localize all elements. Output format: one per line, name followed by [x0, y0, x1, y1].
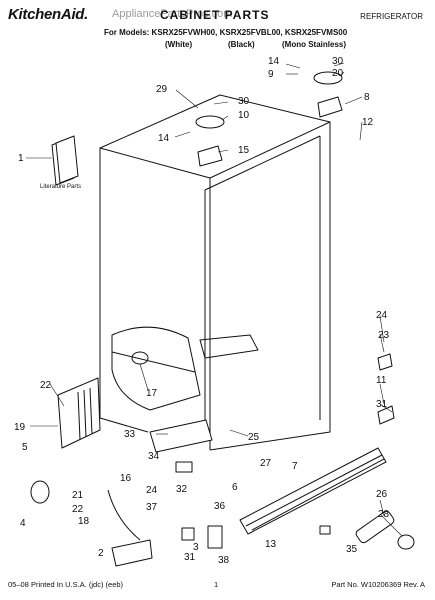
cabinet-shell — [99, 94, 331, 451]
callout-12: 12 — [362, 117, 374, 128]
callout-28: 28 — [378, 509, 390, 520]
callout-14-a: 14 — [268, 56, 280, 67]
callout-8: 8 — [364, 92, 370, 103]
callout-3: 3 — [193, 542, 199, 553]
callout-20: 20 — [332, 68, 344, 79]
top-hinge-left — [195, 115, 225, 167]
callout-16: 16 — [120, 473, 132, 484]
page-number: 1 — [214, 580, 219, 589]
page-title: CABINET PARTS — [160, 8, 270, 22]
finish-black: (Black) — [228, 40, 255, 49]
callout-22-a: 22 — [40, 380, 52, 391]
callout-36: 36 — [214, 501, 226, 512]
callout-22-b: 22 — [72, 504, 84, 515]
callout-2: 2 — [98, 548, 104, 559]
callout-27: 27 — [260, 458, 272, 469]
callout-13: 13 — [265, 539, 277, 550]
bottom-hinge — [111, 539, 153, 567]
bracket-37 — [181, 527, 195, 541]
callout-6: 6 — [232, 482, 238, 493]
callout-34: 34 — [148, 451, 160, 462]
callout-31-b: 31 — [184, 552, 196, 563]
callout-31-a: 31 — [376, 399, 388, 410]
part-number: Part No. W10206369 Rev. A — [331, 580, 425, 589]
watermark: AppliancePartsPros.com — [112, 8, 233, 20]
callout-7: 7 — [292, 461, 298, 472]
brand-logo: KitchenAid. — [8, 6, 89, 23]
water-filter-housing — [355, 510, 415, 550]
finish-mono-stainless: (Mono Stainless) — [282, 40, 347, 49]
callout-11: 11 — [376, 375, 387, 386]
callout-10: 10 — [238, 110, 250, 121]
callout-37: 37 — [146, 502, 158, 513]
callout-38: 38 — [218, 555, 230, 566]
callout-26: 26 — [376, 489, 388, 500]
callout-24-a: 24 — [376, 310, 388, 321]
toe-grille — [239, 447, 387, 535]
callout-24-b: 24 — [146, 485, 158, 496]
cutaway-interior — [111, 326, 259, 411]
callout-21: 21 — [72, 490, 84, 501]
callout-35: 35 — [346, 544, 358, 555]
bracket-23 — [377, 353, 393, 371]
rear-grille — [57, 377, 101, 449]
bracket-36 — [207, 525, 223, 549]
callout-group: 1 2 3 4 5 6 7 8 9 10 11 12 13 14 14 15 1… — [14, 56, 390, 566]
callout-1: 1 — [18, 153, 24, 164]
literature-booklet — [51, 135, 79, 186]
callout-18: 18 — [78, 516, 90, 527]
callout-25: 25 — [248, 432, 260, 443]
callout-33: 33 — [124, 429, 136, 440]
callout-30-a: 30 — [238, 96, 250, 107]
callout-5: 5 — [22, 442, 28, 453]
clip-35 — [319, 525, 331, 535]
leveling-foot — [30, 480, 50, 504]
callout-15: 15 — [238, 145, 250, 156]
models-line: For Models: KSRX25FVWH00, KSRX25FVBL00, … — [104, 28, 348, 37]
callout-14-b: 14 — [158, 133, 170, 144]
callout-29: 29 — [156, 84, 168, 95]
callout-19: 19 — [14, 422, 26, 433]
callout-30-b: 30 — [332, 56, 344, 67]
literature-label: Literature Parts — [40, 184, 81, 190]
front-roller-assembly — [149, 419, 213, 473]
callout-32: 32 — [176, 484, 188, 495]
finish-white: (White) — [165, 40, 193, 49]
callout-23: 23 — [378, 330, 390, 341]
print-info: 05–08 Printed In U.S.A. (jdc) (eeb) — [8, 580, 124, 589]
callout-4: 4 — [20, 518, 26, 529]
water-line — [107, 489, 141, 541]
top-hinge-right — [313, 71, 343, 118]
callout-17: 17 — [146, 388, 158, 399]
callout-9: 9 — [268, 69, 274, 80]
category-label: REFRIGERATOR — [360, 12, 423, 21]
